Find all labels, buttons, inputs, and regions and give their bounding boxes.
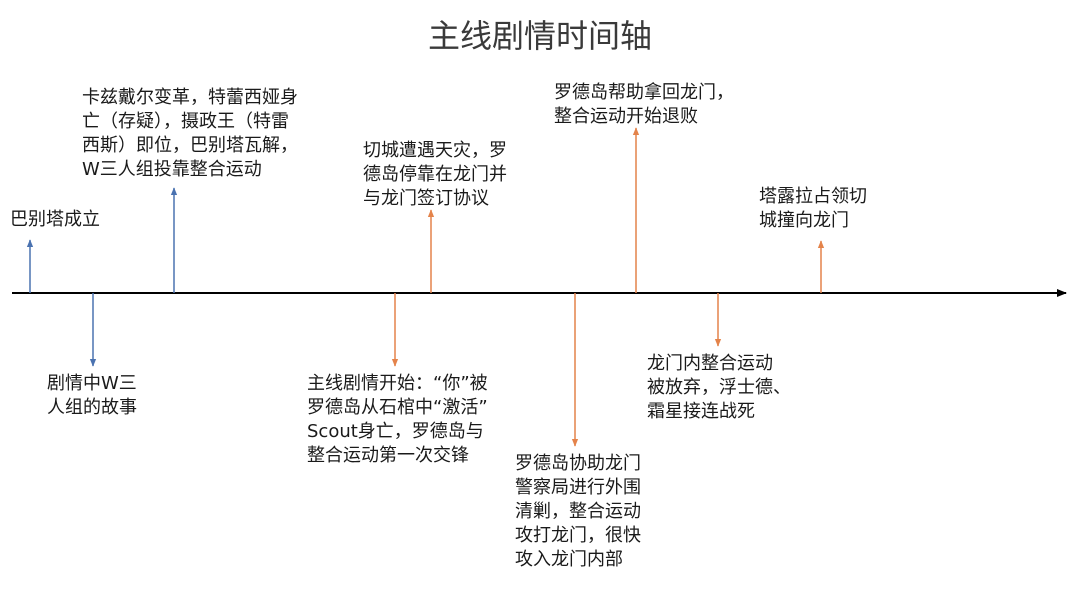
event-main-story-start-line: 罗德岛从石棺中“激活” — [307, 397, 488, 418]
event-reunion-abandoned-line: 龙门内整合运动 — [647, 353, 773, 374]
event-lungmen-police-help-line: 罗德岛协助龙门 — [515, 453, 641, 474]
event-talulah-chernobog-line: 塔露拉占领切 — [759, 186, 867, 207]
event-reunion-abandoned-line: 被放弃，浮士德、 — [647, 377, 791, 398]
event-chernobog-disaster-line: 德岛停靠在龙门并 — [363, 164, 507, 185]
event-talulah-chernobog-line: 城撞向龙门 — [759, 210, 849, 231]
event-babel-founded-line: 巴别塔成立 — [10, 209, 100, 230]
event-talulah-chernobog-label: 塔露拉占领切城撞向龙门 — [759, 185, 867, 233]
event-lungmen-police-help-line: 攻入龙门内部 — [515, 549, 623, 570]
event-w-trio-story-label: 剧情中W三人组的故事 — [47, 372, 137, 420]
event-reunion-abandoned-line: 霜星接连战死 — [647, 401, 755, 422]
event-reunion-abandoned-label: 龙门内整合运动被放弃，浮士德、霜星接连战死 — [647, 352, 791, 424]
event-lungmen-police-help-line: 警察局进行外围 — [515, 477, 641, 498]
event-kazdel-revolution-label: 卡兹戴尔变革，特蕾西娅身亡（存疑），摄政王（特雷西斯）即位，巴别塔瓦解， W三人组… — [82, 86, 298, 182]
event-w-trio-story-line: 剧情中W三 — [47, 373, 137, 394]
event-chernobog-disaster-line: 切城遭遇天灾，罗 — [363, 140, 507, 161]
event-main-story-start-line: 主线剧情开始：“你”被 — [307, 373, 488, 394]
event-lungmen-police-help-line: 清剿，整合运动 — [515, 501, 641, 522]
event-lungmen-police-help-label: 罗德岛协助龙门警察局进行外围清剿，整合运动攻打龙门，很快攻入龙门内部 — [515, 452, 641, 572]
event-main-story-start-line: 整合运动第一次交锋 — [307, 445, 469, 466]
event-kazdel-revolution-line: 西斯）即位，巴别塔瓦解， — [82, 135, 298, 156]
event-lungmen-recovered-line: 整合运动开始退败 — [554, 106, 698, 127]
event-chernobog-disaster-line: 与龙门签订协议 — [363, 188, 489, 209]
event-chernobog-disaster-label: 切城遭遇天灾，罗德岛停靠在龙门并与龙门签订协议 — [363, 139, 507, 211]
event-lungmen-recovered-line: 罗德岛帮助拿回龙门， — [554, 82, 734, 103]
event-connectors — [26, 127, 825, 447]
event-main-story-start-line: Scout身亡，罗德岛与 — [307, 421, 484, 442]
event-kazdel-revolution-line: 卡兹戴尔变革，特蕾西娅身 — [82, 87, 298, 108]
event-lungmen-recovered-label: 罗德岛帮助拿回龙门， 整合运动开始退败 — [554, 81, 734, 129]
event-kazdel-revolution-line: W三人组投靠整合运动 — [82, 159, 262, 180]
event-w-trio-story-line: 人组的故事 — [47, 397, 137, 418]
event-lungmen-police-help-line: 攻打龙门，很快 — [515, 525, 641, 546]
event-kazdel-revolution-line: 亡（存疑），摄政王（特雷 — [82, 111, 289, 132]
page-title: 主线剧情时间轴 — [427, 17, 652, 55]
event-main-story-start-label: 主线剧情开始：“你”被罗德岛从石棺中“激活” Scout身亡，罗德岛与整合运动第一… — [307, 372, 488, 468]
event-babel-founded-label: 巴别塔成立 — [10, 208, 100, 232]
